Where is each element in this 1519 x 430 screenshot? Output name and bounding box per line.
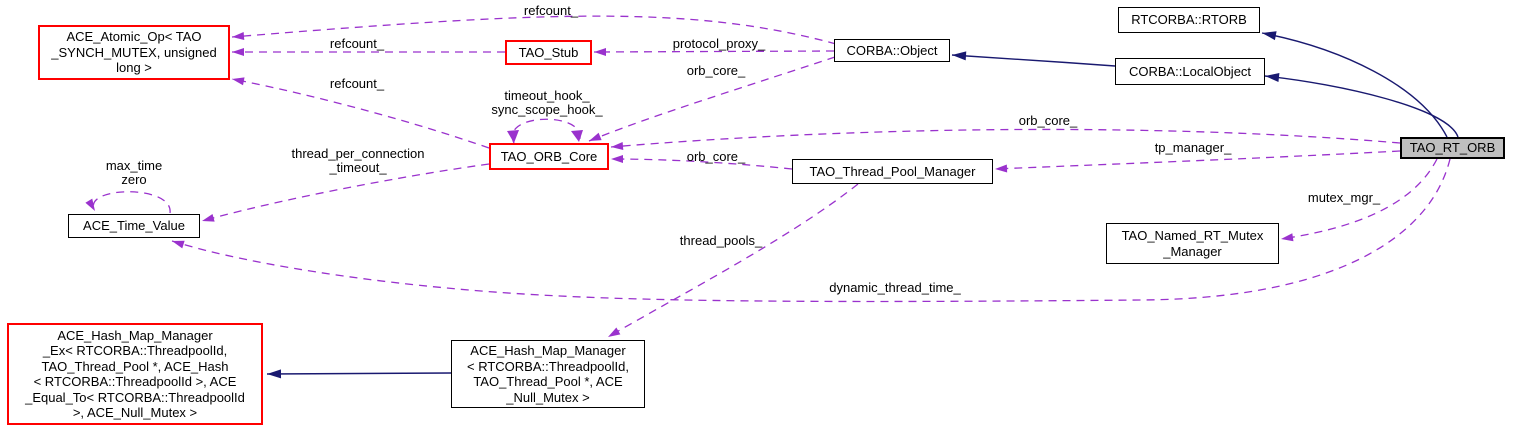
edge-label-max-time-zero: max_time zero bbox=[105, 158, 163, 187]
edge-self-loop-time-value bbox=[85, 191, 171, 214]
node-tao-stub[interactable]: TAO_Stub bbox=[505, 40, 592, 65]
node-label: TAO_RT_ORB bbox=[1409, 140, 1496, 156]
edge-label-orb-core-rt-orb: orb_core_ bbox=[1018, 113, 1078, 128]
edge-label-refcount-tao-stub: refcount_ bbox=[329, 36, 385, 51]
node-label: TAO_Stub bbox=[518, 44, 579, 60]
node-label: ACE_Hash_Map_Manager < RTCORBA::Threadpo… bbox=[467, 343, 629, 405]
edge-label-protocol-proxy: protocol_proxy_ bbox=[672, 36, 766, 51]
edge-label-orb-core-corba-object: orb_core_ bbox=[686, 63, 746, 78]
node-ace-time-value[interactable]: ACE_Time_Value bbox=[68, 214, 200, 238]
edge-label-timeout-hooks: timeout_hook_ sync_scope_hook_ bbox=[491, 88, 603, 117]
node-label: ACE_Hash_Map_Manager _Ex< RTCORBA::Threa… bbox=[25, 327, 245, 421]
edge-mutex-mgr bbox=[1280, 158, 1438, 242]
edge-tp-manager bbox=[994, 150, 1401, 173]
edge-dynamic-thread-time bbox=[171, 158, 1451, 303]
node-corba-object[interactable]: CORBA::Object bbox=[834, 39, 950, 62]
edge-label-mutex-mgr: mutex_mgr_ bbox=[1307, 190, 1381, 205]
edge-inherit-rt-orb-to-rtorb bbox=[1261, 31, 1448, 138]
node-ace-atomic-op[interactable]: ACE_Atomic_Op< TAO _SYNCH_MUTEX, unsigne… bbox=[38, 25, 230, 80]
edge-thread-per-connection-timeout bbox=[201, 163, 490, 222]
node-tao-rt-orb[interactable]: TAO_RT_ORB bbox=[1400, 137, 1505, 159]
self-loop-arrowhead-right-icon bbox=[571, 130, 583, 142]
node-tao-thread-pool-manager[interactable]: TAO_Thread_Pool_Manager bbox=[792, 159, 993, 184]
node-label: RTCORBA::RTORB bbox=[1131, 12, 1247, 28]
node-tao-orb-core[interactable]: TAO_ORB_Core bbox=[489, 143, 609, 170]
edge-protocol-proxy bbox=[593, 47, 835, 56]
node-rtcorba-rtorb[interactable]: RTCORBA::RTORB bbox=[1118, 7, 1260, 33]
self-loop-arrowhead-left-icon bbox=[507, 130, 519, 143]
edge-label-orb-core-thread-pool-manager: orb_core_ bbox=[686, 149, 746, 164]
edge-inherit-localobject-to-object bbox=[951, 51, 1116, 67]
edge-label-dynamic-thread-time: dynamic_thread_time_ bbox=[829, 280, 961, 295]
edge-orb-core-from-rt-orb bbox=[610, 128, 1401, 150]
edge-label-tp-manager: tp_manager_ bbox=[1154, 140, 1232, 155]
node-corba-localobject[interactable]: CORBA::LocalObject bbox=[1115, 58, 1265, 85]
edge-label-refcount-orb-core: refcount_ bbox=[329, 76, 385, 91]
node-tao-named-rt-mutex-manager[interactable]: TAO_Named_RT_Mutex _Manager bbox=[1106, 223, 1279, 264]
edge-thread-pools bbox=[607, 183, 859, 338]
edge-orb-core-from-thread-pool-manager bbox=[610, 155, 793, 170]
edge-refcount-from-corba-object bbox=[231, 15, 837, 45]
node-label: CORBA::Object bbox=[846, 42, 938, 58]
edge-inherit-hashmap-to-hashmap-ex bbox=[266, 369, 452, 379]
edge-label-refcount-corba-object: refcount_ bbox=[523, 3, 579, 18]
edge-inherit-rt-orb-to-localobject bbox=[1264, 73, 1459, 138]
edge-self-loop-orb-core bbox=[511, 118, 581, 144]
node-label: TAO_Named_RT_Mutex _Manager bbox=[1121, 228, 1264, 259]
edge-refcount-from-orb-core bbox=[231, 77, 490, 149]
node-ace-hash-map-manager-ex[interactable]: ACE_Hash_Map_Manager _Ex< RTCORBA::Threa… bbox=[7, 323, 263, 425]
node-ace-hash-map-manager[interactable]: ACE_Hash_Map_Manager < RTCORBA::Threadpo… bbox=[451, 340, 645, 408]
edge-orb-core-from-corba-object bbox=[588, 56, 836, 142]
node-label: ACE_Atomic_Op< TAO _SYNCH_MUTEX, unsigne… bbox=[51, 29, 217, 76]
node-label: CORBA::LocalObject bbox=[1128, 63, 1252, 79]
edge-label-thread-per-connection-timeout: thread_per_connection _timeout_ bbox=[291, 146, 425, 175]
node-label: TAO_ORB_Core bbox=[500, 148, 598, 164]
node-label: TAO_Thread_Pool_Manager bbox=[809, 163, 976, 179]
node-label: ACE_Time_Value bbox=[83, 218, 185, 234]
edge-label-thread-pools: thread_pools_ bbox=[679, 233, 763, 248]
